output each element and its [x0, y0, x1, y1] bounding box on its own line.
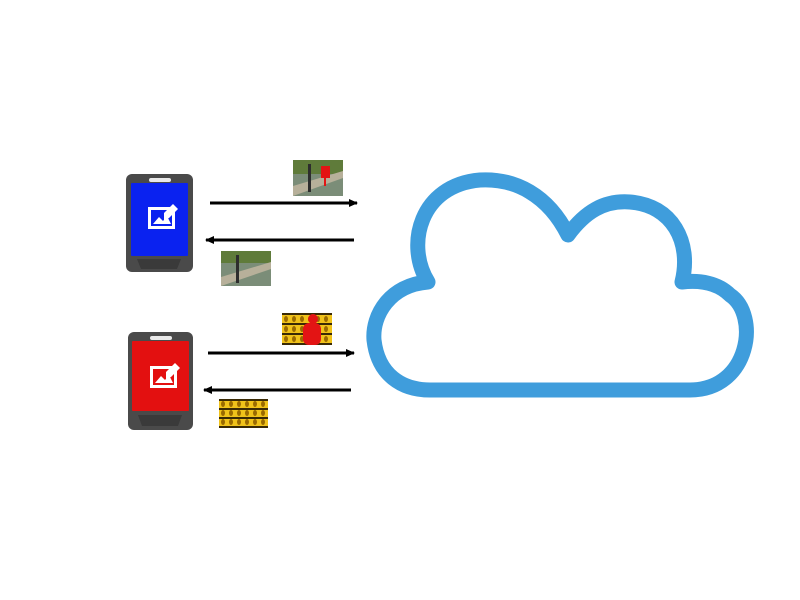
edit-image-icon [148, 204, 178, 229]
smartphone-icon-bottom [128, 332, 193, 430]
edit-image-icon [150, 363, 180, 388]
cloud-icon [366, 172, 754, 398]
flow-arrows [203, 199, 358, 394]
smartphone-icon-top [126, 174, 193, 272]
cloud-outline [366, 172, 754, 398]
pattern-thumbnail-download [219, 399, 268, 428]
pattern-thumbnail-upload [282, 313, 332, 345]
photo-thumbnail-upload [293, 160, 343, 196]
photo-thumbnail-download [221, 251, 271, 286]
